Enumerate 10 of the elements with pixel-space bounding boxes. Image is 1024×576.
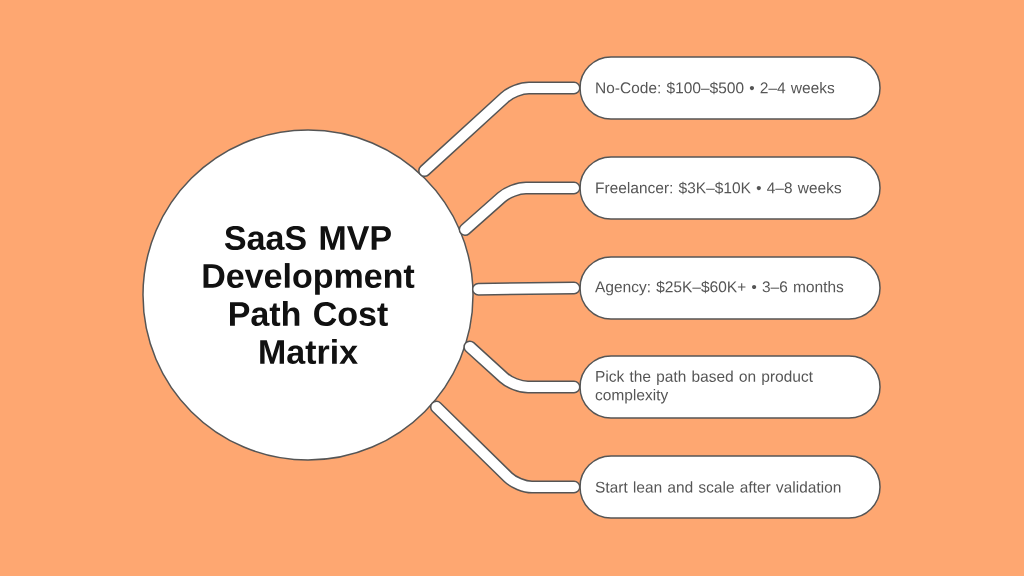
tube-connector [429, 400, 581, 494]
pill-box: Start lean and scale after validation [579, 455, 881, 519]
tube-connector [418, 81, 581, 178]
pill-box: Agency: $25K–$60K+ • 3–6 months [579, 256, 881, 320]
pill-box: No-Code: $100–$500 • 2–4 weeks [579, 56, 881, 120]
tube-connector [458, 181, 581, 237]
pill-box: Pick the path based on product complexity [579, 355, 881, 419]
tube-connector [463, 340, 581, 394]
pill-box: Freelancer: $3K–$10K • 4–8 weeks [579, 156, 881, 220]
tube-connector [471, 281, 581, 296]
